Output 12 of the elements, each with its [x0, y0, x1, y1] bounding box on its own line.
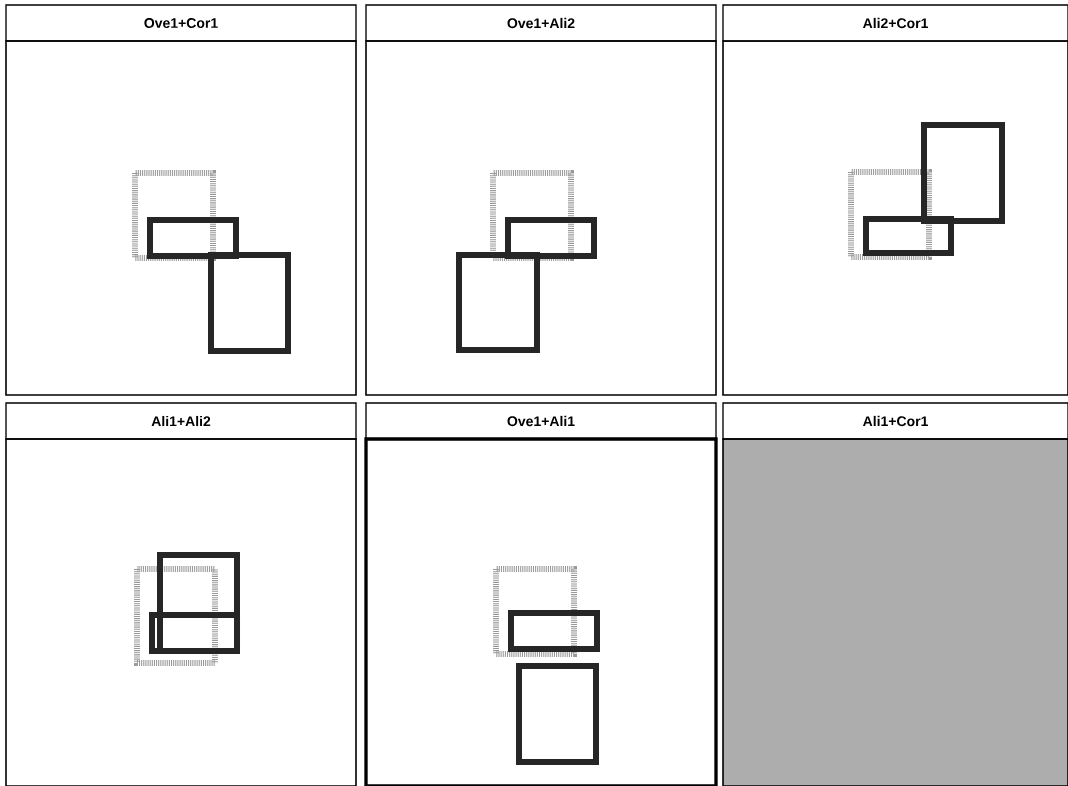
window-panel: Ove1+Cor1 [5, 4, 357, 396]
node-label: Ali1+Cor1 [862, 415, 928, 427]
window-panel: Ali1+Cor1 [722, 402, 1068, 786]
node-label: Ove1+Ali2 [507, 17, 575, 29]
node-label: Ove1+Cor1 [144, 18, 218, 28]
node-label: Ali2+Cor1 [862, 17, 928, 29]
window-panel: Ove1+Ali2 [365, 4, 717, 396]
window-panel: Ali1+Ali2 [5, 402, 357, 786]
node-label: Ali1+Ali2 [151, 415, 211, 427]
node-label: Ove1+Ali1 [507, 415, 575, 427]
window-panel: Ove1+Ali1 [364, 402, 718, 786]
window-panel: Ali2+Cor1 [722, 4, 1068, 396]
